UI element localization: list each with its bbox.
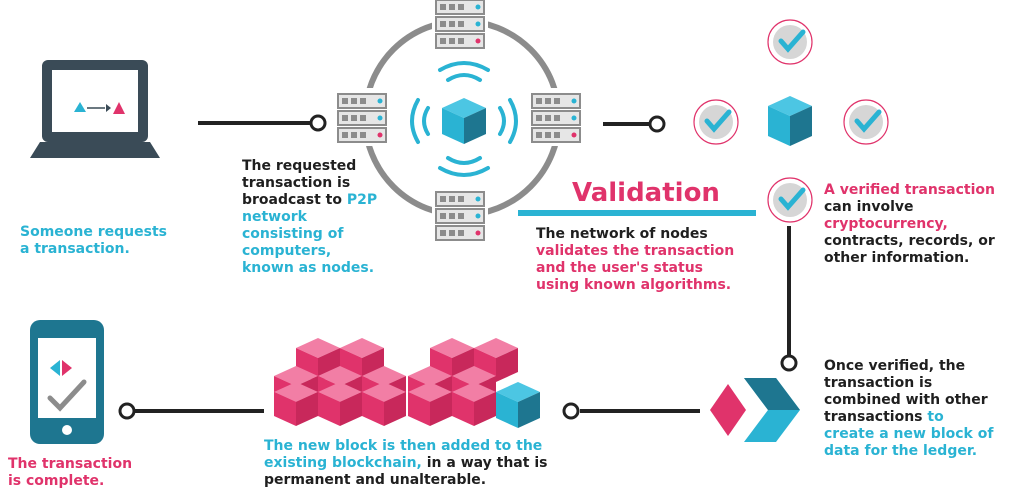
chevron-icon: [710, 378, 800, 442]
cube-icon: [442, 98, 486, 144]
connector-node-2: [648, 115, 666, 133]
connector-node-3: [780, 354, 798, 372]
checkmark-icon: [768, 20, 812, 64]
laptop-icon: [30, 60, 160, 158]
server-icon: [432, 186, 488, 244]
checkmark-icon: [844, 100, 888, 144]
cube-icon: [768, 96, 812, 146]
step2-text-b: P2P network consisting of computers, kno…: [242, 192, 378, 276]
p2p-network: [334, 0, 584, 244]
step6-text-a: The new block is then added to the exist…: [264, 438, 543, 471]
step2-description: The requested transaction is broadcast t…: [242, 158, 382, 277]
step4-text-c: cryptocurrency,: [824, 216, 948, 232]
step1-label: Someone requests a transaction.: [20, 224, 167, 257]
step3-text-a: The network of nodes: [536, 226, 708, 242]
step4-text-b: can involve: [824, 199, 914, 215]
step7-label: The transaction is complete.: [8, 456, 133, 489]
server-icon: [432, 0, 488, 54]
connector-node-5: [118, 402, 136, 420]
step3-description: The network of nodes validates the trans…: [536, 226, 746, 294]
step4-text-a: A verified transaction: [824, 182, 995, 198]
server-icon: [528, 88, 584, 146]
step5-description: Once verified, the transaction is combin…: [824, 358, 994, 460]
checkmark-icon: [768, 178, 812, 222]
step3-text-b: validates the transaction and the user's…: [536, 243, 735, 293]
server-icon: [334, 88, 390, 146]
connector-node-4: [562, 402, 580, 420]
connector-node-1: [309, 114, 327, 132]
step5-text-a: Once verified, the transaction is combin…: [824, 358, 988, 425]
step4-text-d: contracts, records, or other information…: [824, 233, 995, 266]
phone-icon: [30, 320, 104, 444]
blockchain-icon: [274, 338, 540, 428]
validation-title: Validation: [572, 178, 720, 208]
step6-description: The new block is then added to the exist…: [264, 438, 564, 489]
step2-text-a: The requested transaction is broadcast t…: [242, 158, 357, 208]
step5-text-b: to create a new block of data for the le…: [824, 409, 994, 459]
step4-description: A verified transaction can involve crypt…: [824, 182, 1014, 267]
step6-text-b: in a way that is permanent and unalterab…: [264, 455, 548, 488]
signal-icon: [410, 61, 518, 177]
checkmark-icon: [694, 100, 738, 144]
